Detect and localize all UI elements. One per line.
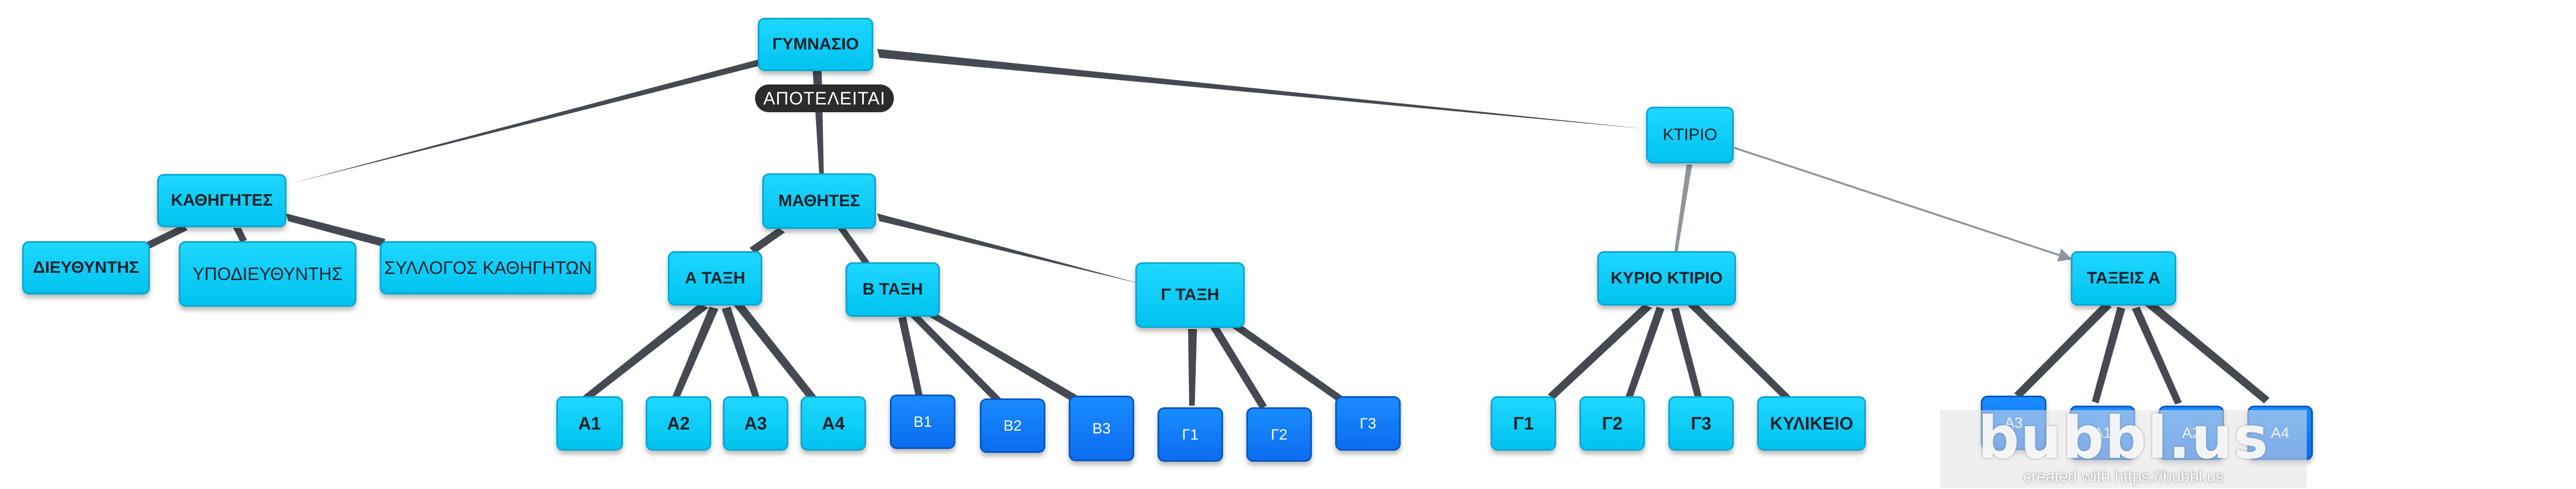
edge-students-grade-b bbox=[837, 228, 871, 267]
node-teachers-council[interactable]: ΣΥΛΛΟΓΟΣ ΚΑΘΗΓΗΤΩΝ bbox=[380, 241, 596, 295]
relation-label[interactable]: ΑΠΟΤΕΛΕΙΤΑΙ bbox=[755, 84, 894, 112]
node-room-canteen[interactable]: ΚΥΛΙΚΕΙΟ bbox=[1757, 396, 1866, 451]
node-principal[interactable]: ΔΙΕΥΘΥΝΤΗΣ bbox=[22, 241, 150, 295]
node-class-a3[interactable]: Α3 bbox=[723, 396, 788, 451]
edge-root-teachers bbox=[291, 59, 765, 183]
edge-grade-c-g1 bbox=[1188, 329, 1197, 406]
node-room-g1[interactable]: Γ1 bbox=[1491, 396, 1556, 451]
node-grade-b[interactable]: Β ΤΑΞΗ bbox=[846, 262, 940, 317]
node-root[interactable]: ΓΥΜΝΑΣΙΟ bbox=[758, 18, 873, 71]
edge-building-main bbox=[1674, 164, 1692, 251]
edge-teachers-vice bbox=[233, 228, 247, 242]
edge-grade-b-b1 bbox=[898, 317, 923, 398]
node-class-g2[interactable]: Γ2 bbox=[1246, 407, 1312, 462]
node-grade-a[interactable]: Α ΤΑΞΗ bbox=[668, 251, 762, 306]
node-class-b1[interactable]: Β1 bbox=[890, 395, 955, 449]
edge-root-building bbox=[877, 49, 1646, 129]
edge-classrooms-a3 bbox=[2014, 303, 2112, 398]
node-class-a4[interactable]: Α4 bbox=[801, 396, 866, 451]
edge-main-canteen bbox=[1688, 302, 1791, 401]
edge-grade-a-a1 bbox=[581, 303, 708, 403]
edge-main-g3 bbox=[1671, 308, 1702, 400]
watermark-subtitle: created with https://bubbl.us bbox=[2023, 467, 2224, 486]
node-class-g1[interactable]: Γ1 bbox=[1158, 407, 1223, 462]
node-class-a1[interactable]: Α1 bbox=[556, 396, 623, 451]
edge-classrooms-a2 bbox=[2132, 307, 2182, 405]
node-room-g2[interactable]: Γ2 bbox=[1579, 396, 1645, 451]
node-classrooms-a[interactable]: ΤΑΞΕΙΣ Α bbox=[2071, 251, 2176, 306]
edge-grade-a-a3 bbox=[722, 307, 761, 401]
node-class-b3[interactable]: Β3 bbox=[1069, 396, 1134, 461]
node-teachers[interactable]: ΚΑΘΗΓΗΤΕΣ bbox=[157, 174, 286, 227]
edge-grade-a-a4 bbox=[734, 303, 818, 403]
edge-teachers-council bbox=[286, 213, 385, 247]
edge-main-g2 bbox=[1626, 307, 1664, 399]
watermark-logo: bubbl.us bbox=[1978, 404, 2270, 472]
edge-grade-b-b3 bbox=[924, 310, 1087, 408]
node-students[interactable]: ΜΑΘΗΤΕΣ bbox=[762, 173, 876, 229]
node-grade-c[interactable]: Γ ΤΑΞΗ bbox=[1135, 262, 1245, 328]
node-main-building[interactable]: ΚΥΡΙΟ ΚΤΙΡΙΟ bbox=[1597, 251, 1736, 306]
node-class-b2[interactable]: Β2 bbox=[980, 398, 1045, 453]
node-class-g3[interactable]: Γ3 bbox=[1335, 396, 1401, 451]
edge-grade-c-g3 bbox=[1229, 321, 1348, 406]
edge-main-g1 bbox=[1548, 305, 1652, 399]
node-building[interactable]: ΚΤΙΡΙΟ bbox=[1646, 107, 1734, 163]
edge-grade-b-b2 bbox=[910, 315, 1004, 406]
watermark: bubbl.us created with https://bubbl.us bbox=[1940, 404, 2307, 488]
edge-grade-a-a2 bbox=[672, 307, 718, 400]
edge-students-grade-a bbox=[749, 228, 785, 253]
node-class-a2[interactable]: Α2 bbox=[646, 396, 711, 451]
edge-classrooms-a1 bbox=[2092, 307, 2125, 403]
node-vice-principal[interactable]: ΥΠΟΔΙΕΥΘΥΝΤΗΣ bbox=[179, 241, 356, 307]
edge-grade-c-g2 bbox=[1210, 326, 1267, 409]
edge-students-grade-c bbox=[877, 213, 1144, 285]
node-room-g3[interactable]: Γ3 bbox=[1668, 396, 1734, 451]
edge-classrooms-a4 bbox=[2145, 301, 2270, 403]
edge-building-classrooms bbox=[1734, 147, 2072, 262]
